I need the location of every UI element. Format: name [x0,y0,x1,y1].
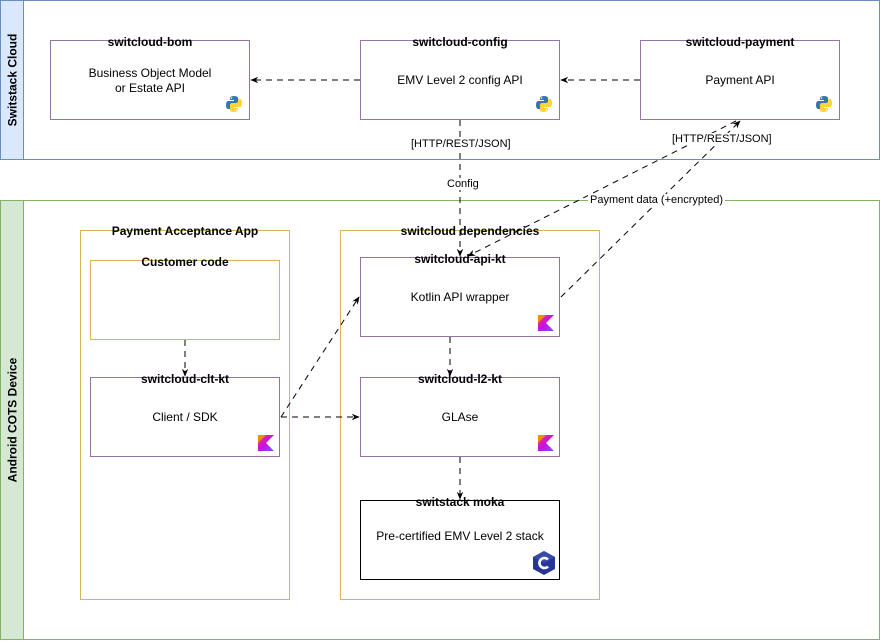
service-config-label: EMV Level 2 config API [397,73,523,87]
arrow-clt-to-api [280,296,360,418]
service-bom-line2: or Estate API [114,81,186,95]
component-customer-code[interactable]: Customer code [90,255,280,340]
component-l2-title: switcloud-l2-kt [417,372,502,386]
service-bom[interactable]: switcloud-bom Business Object Model or E… [50,35,250,120]
component-customer-title: Customer code [141,255,229,269]
component-l2-kt[interactable]: switcloud-l2-kt GLAse [360,372,560,457]
edge-label-payment-data: Payment data (+encrypted) [588,194,725,206]
component-clt-kt[interactable]: switcloud-clt-kt Client / SDK [90,372,280,457]
device-lane-header: Android COTS Device [0,200,24,640]
component-api-title: switcloud-api-kt [414,252,506,266]
component-api-kt[interactable]: switcloud-api-kt Kotlin API wrapper [360,252,560,337]
python-icon [535,95,553,113]
component-moka[interactable]: switstack moka Pre-certified EMV Level 2… [360,495,560,580]
component-api-label: Kotlin API wrapper [410,290,510,304]
edge-label-config-protocol: [HTTP/REST/JSON] [409,138,513,150]
group-dependencies: switcloud dependencies [340,224,600,600]
service-bom-line1: Business Object Model [88,66,212,80]
group-dependencies-title: switcloud dependencies [400,224,540,238]
component-clt-label: Client / SDK [152,410,218,424]
edge-label-payment-protocol: [HTTP/REST/JSON] [670,133,774,145]
component-moka-title: switstack moka [415,495,505,509]
service-payment[interactable]: switcloud-payment Payment API [640,35,840,120]
python-icon [815,95,833,113]
kotlin-icon [258,435,274,451]
component-l2-label: GLAse [441,410,479,424]
component-moka-label: Pre-certified EMV Level 2 stack [376,529,544,543]
group-payment-app: Payment Acceptance App [80,224,290,600]
kotlin-icon [538,435,554,451]
service-bom-title: switcloud-bom [107,35,193,49]
service-payment-title: switcloud-payment [685,35,795,49]
c-language-icon [532,550,556,576]
cloud-lane-header: Switstack Cloud [0,0,24,160]
arrow-api-to-payment [560,120,741,298]
component-clt-title: switcloud-clt-kt [140,372,229,386]
group-payment-app-title: Payment Acceptance App [111,224,259,238]
service-config[interactable]: switcloud-config EMV Level 2 config API [360,35,560,120]
service-config-title: switcloud-config [412,35,508,49]
service-payment-label: Payment API [705,73,775,87]
kotlin-icon [538,315,554,331]
edge-label-config: Config [445,178,481,190]
python-icon [225,95,243,113]
